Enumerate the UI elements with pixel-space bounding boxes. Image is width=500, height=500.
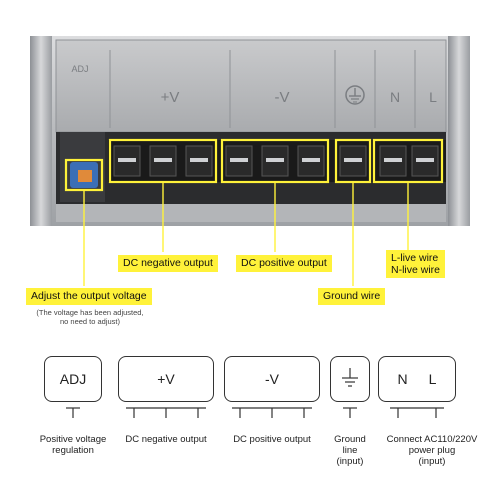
schematic-minus-v-box: -V xyxy=(224,356,320,402)
schematic-plus-v-box: +V xyxy=(118,356,214,402)
caption-dc-negative-text: DC negative output xyxy=(125,434,207,445)
caption-ground-2: line xyxy=(342,445,358,456)
panel-label-l: L xyxy=(429,89,437,105)
caption-dc-positive: DC positive output xyxy=(212,434,332,445)
caption-connect-2: power plug xyxy=(408,445,456,456)
schematic-pins xyxy=(66,368,444,418)
caption-dc-positive-text: DC positive output xyxy=(233,434,311,445)
caption-positive-regulation-2: regulation xyxy=(52,445,94,456)
callout-n-live: N-live wire xyxy=(391,264,441,276)
panel-ground-symbol xyxy=(345,85,365,105)
case-left-side xyxy=(30,36,52,226)
caption-positive-regulation-1: Positive voltage xyxy=(39,434,107,445)
terminal-cover xyxy=(55,39,447,133)
caption-connect-ac: Connect AC110/220V power plug (input) xyxy=(372,434,492,467)
callout-dc-positive: DC positive output xyxy=(236,255,332,272)
caption-ground-1: Ground xyxy=(334,434,366,445)
caption-ground-3: (input) xyxy=(336,456,364,467)
panel-label-plus-v: +V xyxy=(161,89,180,106)
case-right-side xyxy=(448,36,470,226)
schematic-n-label: N xyxy=(397,371,408,387)
caption-positive-regulation: Positive voltage regulation xyxy=(18,434,128,456)
adjust-note-line-1: (The voltage has been adjusted, xyxy=(36,308,144,317)
schematic-plus-v-label: +V xyxy=(157,371,175,387)
schematic-l-label: L xyxy=(428,371,437,387)
ground-symbol-icon xyxy=(342,368,358,387)
callout-l-live: L-live wire xyxy=(391,252,439,264)
schematic-adj-label: ADJ xyxy=(59,371,87,387)
adjust-note-line-2: no need to adjust) xyxy=(59,317,121,326)
schematic-minus-v-label: -V xyxy=(265,371,279,387)
power-supply-photo: ADJ +V -V N L xyxy=(30,36,470,240)
panel-label-n: N xyxy=(390,89,400,105)
caption-ground: Ground line (input) xyxy=(326,434,374,467)
schematic-ground-box xyxy=(330,356,370,402)
schematic-ac-box: N L xyxy=(378,356,456,402)
caption-dc-negative: DC negative output xyxy=(106,434,226,445)
callout-ground: Ground wire xyxy=(318,288,386,305)
schematic-adj-box: ADJ xyxy=(44,356,102,402)
callout-adjust: Adjust the output voltage xyxy=(26,288,152,305)
adjust-note: (The voltage has been adjusted, no need … xyxy=(20,308,160,326)
callout-dc-negative: DC negative output xyxy=(118,255,218,272)
panel-label-minus-v: -V xyxy=(275,89,290,106)
caption-connect-3: (input) xyxy=(418,456,446,467)
caption-connect-1: Connect AC110/220V xyxy=(386,434,478,445)
callout-live-wires: L-live wire N-live wire xyxy=(386,250,446,278)
panel-label-adj: ADJ xyxy=(71,64,88,74)
terminal-screws xyxy=(113,145,439,177)
